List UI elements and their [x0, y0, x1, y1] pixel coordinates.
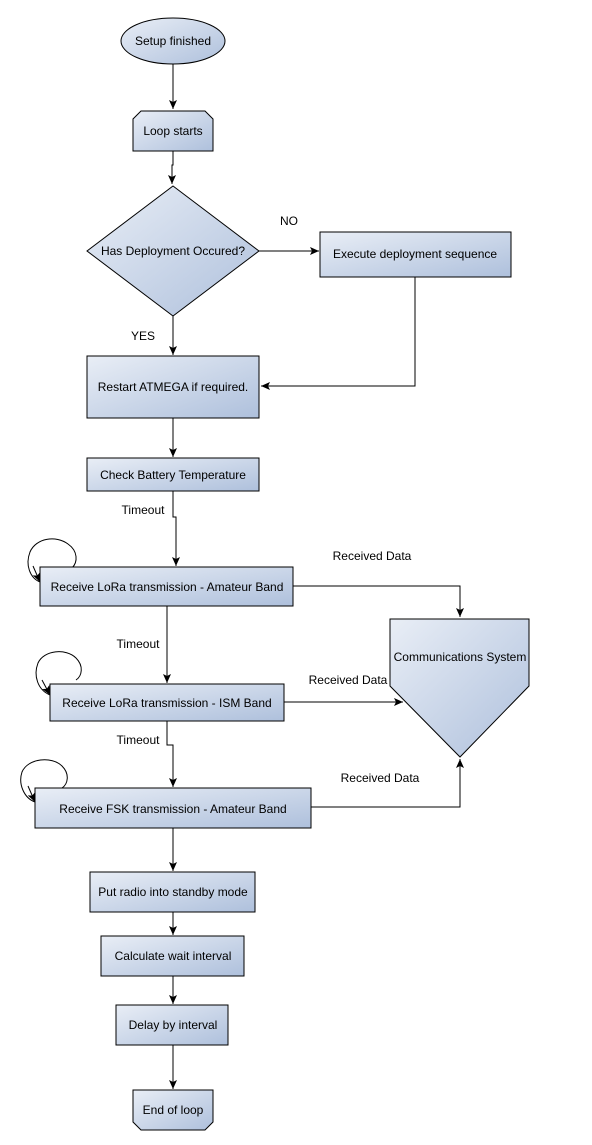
- self-loop-arrowhead-1: [32, 565, 41, 583]
- node-label: Restart ATMEGA if required.: [98, 380, 249, 394]
- node-label: Setup finished: [135, 34, 211, 48]
- label-no: NO: [280, 214, 298, 228]
- process-box: [89, 871, 256, 913]
- node-label: Receive LoRa transmission - Amateur Band: [51, 580, 284, 594]
- process-box: [39, 566, 294, 607]
- self-loop-lora-amateur: [27, 538, 77, 583]
- self-loop-arrowhead-2: [41, 679, 51, 696]
- process-box: [115, 1004, 229, 1046]
- edge-lora-amateur-to-comms: [293, 585, 464, 617]
- node-communications-system: Communications System: [389, 618, 530, 758]
- node-label: Calculate wait interval: [115, 949, 232, 963]
- start-ellipse: [120, 17, 226, 65]
- decision-diamond: [86, 185, 260, 317]
- node-calc-wait: Calculate wait interval: [100, 935, 245, 977]
- edge-loop-to-decision: [168, 151, 176, 184]
- node-has-deployment: Has Deployment Occured?: [86, 185, 260, 317]
- edge-labels: NO YES Timeout Received Data Timeout Rec…: [117, 214, 420, 785]
- label-received-data-2: Received Data: [309, 673, 388, 687]
- edge-deploy-to-restart: [261, 277, 416, 390]
- node-label: Check Battery Temperature: [100, 468, 246, 482]
- self-loop-fsk: [20, 759, 68, 803]
- label-received-data-3: Received Data: [341, 771, 420, 785]
- edge-lora-ism-to-fsk: [166, 721, 177, 787]
- edge-battery-to-lora-amateur: [172, 491, 180, 566]
- node-execute-deployment: Execute deployment sequence: [319, 231, 512, 278]
- node-label: Receive LoRa transmission - ISM Band: [62, 696, 271, 710]
- process-box: [34, 787, 312, 829]
- node-end-loop: End of loop: [132, 1089, 214, 1131]
- node-check-battery: Check Battery Temperature: [86, 457, 260, 492]
- node-label: Delay by interval: [129, 1018, 218, 1032]
- edges: [20, 64, 464, 1089]
- nodes: Setup finished Loop starts Has Deploymen…: [34, 17, 530, 1131]
- process-box: [100, 935, 245, 977]
- process-box: [86, 457, 260, 492]
- loop-end-shape: [132, 1089, 214, 1131]
- process-box: [49, 683, 285, 722]
- node-label: Put radio into standby mode: [98, 885, 248, 899]
- node-delay: Delay by interval: [115, 1004, 229, 1046]
- node-fsk-amateur: Receive FSK transmission - Amateur Band: [34, 787, 312, 829]
- node-label: Loop starts: [143, 124, 202, 138]
- node-loop-starts: Loop starts: [132, 110, 214, 152]
- label-timeout-2: Timeout: [117, 637, 161, 651]
- node-label: Receive FSK transmission - Amateur Band: [59, 802, 286, 816]
- loop-start-shape: [132, 110, 214, 152]
- label-timeout-1: Timeout: [122, 503, 166, 517]
- process-box: [86, 355, 260, 419]
- node-label: End of loop: [143, 1103, 204, 1117]
- self-loop-arrowhead-3: [27, 785, 36, 803]
- label-yes: YES: [131, 329, 155, 343]
- label-timeout-3: Timeout: [117, 733, 161, 747]
- node-standby: Put radio into standby mode: [89, 871, 256, 913]
- label-received-data-1: Received Data: [333, 549, 412, 563]
- process-box: [319, 231, 512, 278]
- node-lora-amateur: Receive LoRa transmission - Amateur Band: [39, 566, 294, 607]
- node-setup-finished: Setup finished: [120, 17, 226, 65]
- node-restart-atmega: Restart ATMEGA if required.: [86, 355, 260, 419]
- node-label: Execute deployment sequence: [333, 247, 497, 261]
- edge-fsk-to-comms: [311, 759, 464, 808]
- self-loop-lora-ism: [35, 651, 82, 696]
- node-label: Communications System: [394, 650, 527, 664]
- node-label: Has Deployment Occured?: [101, 244, 245, 258]
- node-lora-ism: Receive LoRa transmission - ISM Band: [49, 683, 285, 722]
- off-page-connector: [389, 618, 530, 758]
